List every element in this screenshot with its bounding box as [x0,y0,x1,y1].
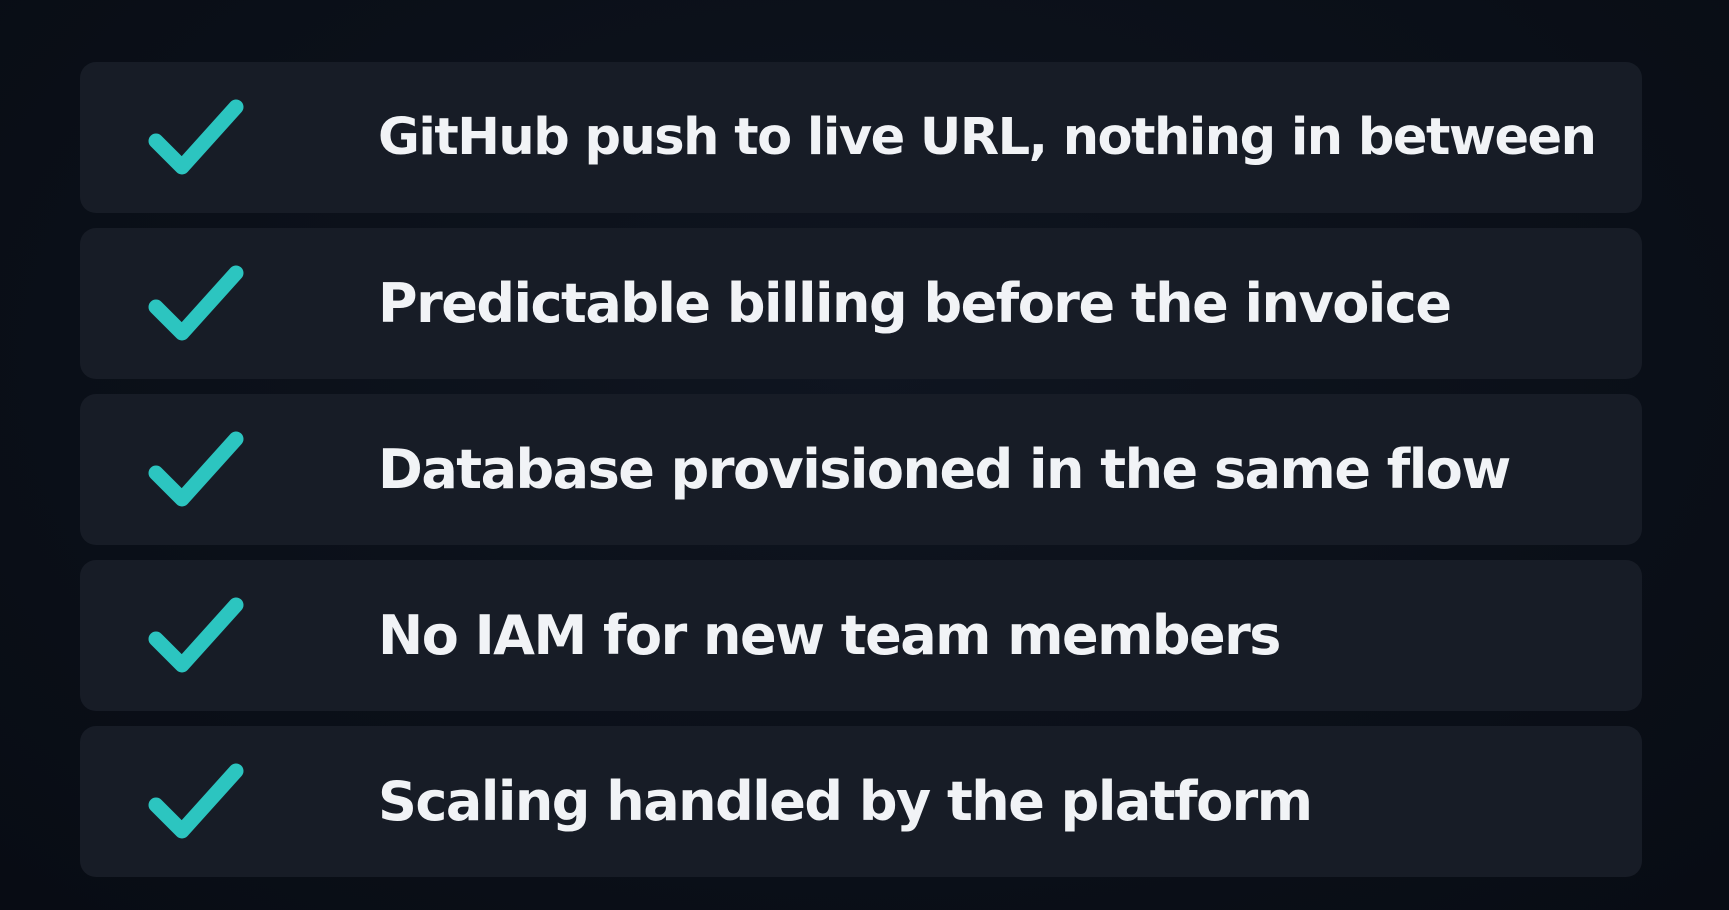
checklist-item-label: Scaling handled by the platform [378,769,1313,833]
checklist-item-label: GitHub push to live URL, nothing in betw… [378,108,1597,167]
checklist-item: GitHub push to live URL, nothing in betw… [80,62,1642,213]
checklist-item-label: Predictable billing before the invoice [378,271,1452,335]
checklist-item-label: Database provisioned in the same flow [378,437,1511,501]
checklist-item: No IAM for new team members [80,560,1642,711]
checklist-item-label: No IAM for new team members [378,603,1281,667]
checkmark-icon [148,763,244,838]
checklist-item: Predictable billing before the invoice [80,228,1642,379]
checkmark-icon [148,265,244,340]
checklist-item: Scaling handled by the platform [80,726,1642,877]
checkmark-icon [148,597,244,672]
feature-checklist: GitHub push to live URL, nothing in betw… [80,62,1642,877]
checkmark-icon [148,99,244,174]
checkmark-icon [148,431,244,506]
checklist-item: Database provisioned in the same flow [80,394,1642,545]
